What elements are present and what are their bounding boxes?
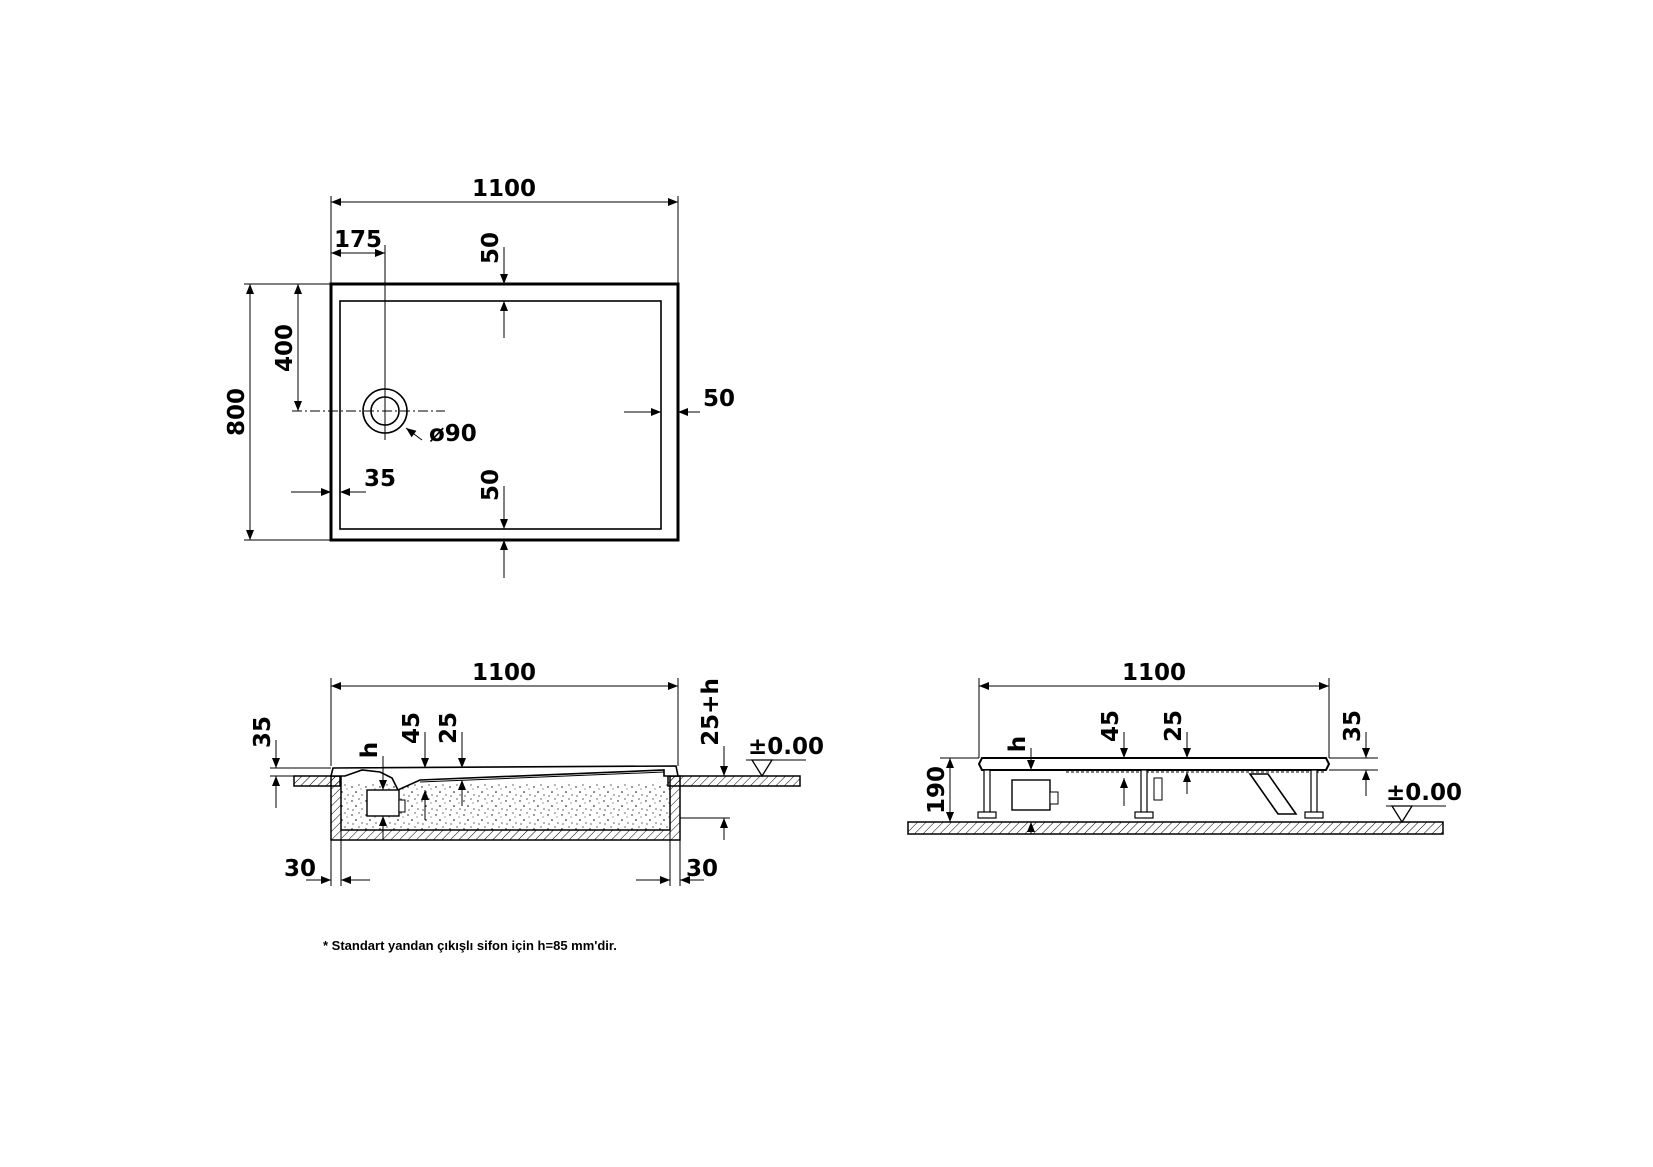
side-legs <box>977 769 1324 819</box>
right-rim-label: 50 <box>703 386 735 412</box>
side-height-label: 190 <box>924 766 950 814</box>
side-view: 1100 45 25 35 h 190 ±0.00 <box>907 660 1462 835</box>
drain-outer <box>362 388 408 434</box>
section-slope-b-label: 25 <box>436 712 462 744</box>
side-slope-a-label: 45 <box>1098 710 1124 742</box>
width-label: 1100 <box>472 176 536 202</box>
section-slope-a-label: 45 <box>399 712 425 744</box>
depth-label: 800 <box>224 388 250 436</box>
floor-right <box>667 775 801 787</box>
side-slope-b-label: 25 <box>1161 710 1187 742</box>
tray-profile <box>329 765 679 792</box>
top-rim-label: 50 <box>478 232 504 264</box>
section-left-gap-label: 30 <box>284 856 316 882</box>
side-tray-profile <box>977 757 1331 771</box>
footnote: * Standart yandan çıkışlı sifon için h=8… <box>323 938 617 953</box>
top-view: 1100 175 50 400 800 ø90 50 35 50 <box>224 176 735 578</box>
left-rim-label: 35 <box>364 466 396 492</box>
section-width-label: 1100 <box>472 660 536 686</box>
side-floor <box>907 821 1444 835</box>
bottom-rim-label: 50 <box>478 469 504 501</box>
drain-y-label: 400 <box>272 324 298 372</box>
side-level-marker <box>1390 805 1414 824</box>
section-right-gap-label: 30 <box>686 856 718 882</box>
level-marker <box>750 759 774 778</box>
section-rim-label: 35 <box>250 716 276 748</box>
side-width-label: 1100 <box>1122 660 1186 686</box>
side-siphon-label: h <box>1005 736 1031 752</box>
siphon-box <box>366 789 400 817</box>
side-rim-label: 35 <box>1340 710 1366 742</box>
section-siphon-label: h <box>357 742 383 758</box>
drain-offset-label: 175 <box>334 227 382 253</box>
side-level-label: ±0.00 <box>1386 780 1462 806</box>
side-siphon-box <box>1011 779 1051 811</box>
section-recess-label: 25+h <box>698 678 724 746</box>
section-level-label: ±0.00 <box>748 734 824 760</box>
drain-diameter-label: ø90 <box>429 421 477 447</box>
section-view: 1100 35 h 45 25 25+h ±0.00 30 <box>250 660 824 886</box>
drain-inner <box>370 396 400 426</box>
